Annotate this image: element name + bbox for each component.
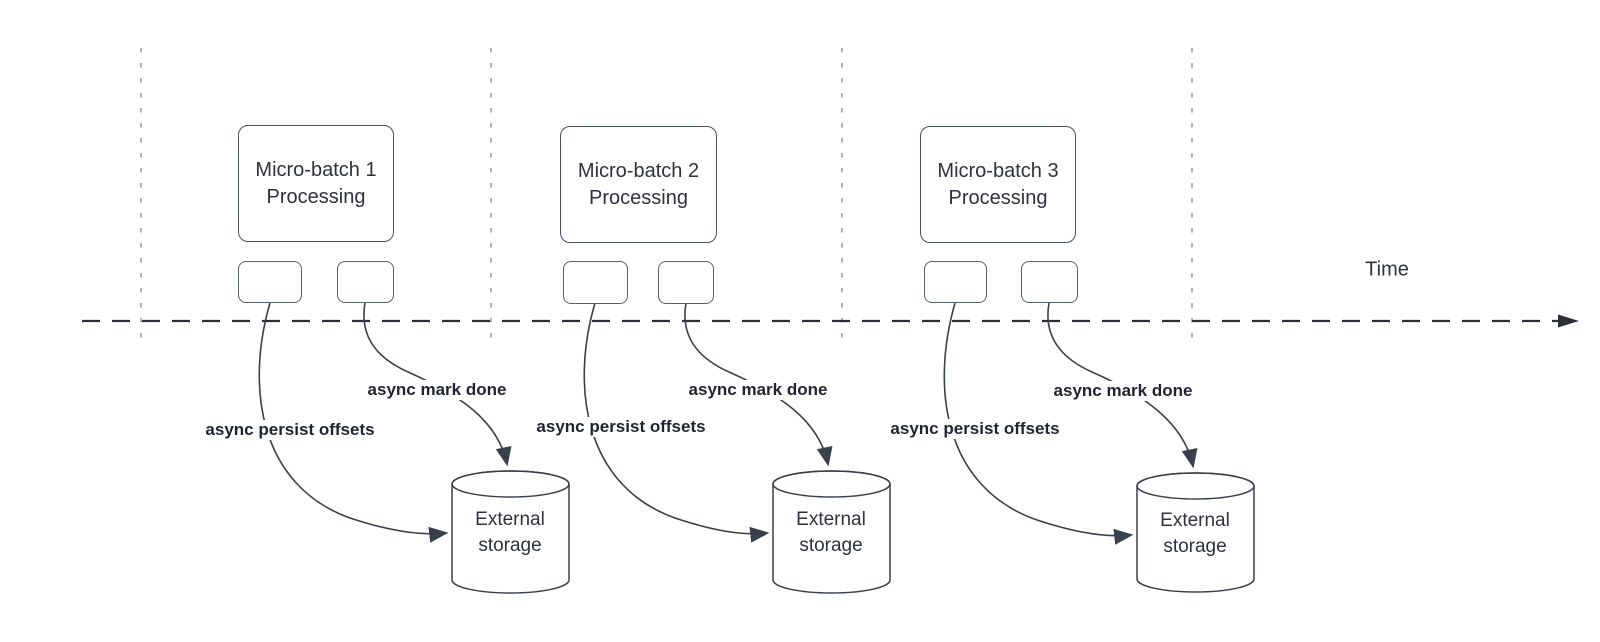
micro-batch-2-mark-done-arrow [684, 302, 833, 467]
external-storage-label-1: External storage [475, 509, 545, 556]
micro-batch-1-persist-offsets-label: async persist offsets [202, 420, 378, 440]
micro-batch-1-processing-label: Micro-batch 1 Processing [255, 158, 377, 208]
micro-batch-1-mark-done-arrow [363, 302, 512, 467]
external-storage-cylinder-1 [451, 470, 570, 594]
micro-batch-3-processing-box: Micro-batch 3 Processing [920, 126, 1076, 243]
micro-batch-3-processing-label: Micro-batch 3 Processing [937, 159, 1059, 209]
time-axis-label: Time [1365, 258, 1409, 281]
micro-batch-3-subtask-box-2 [1021, 261, 1078, 303]
micro-batch-3-persist-offsets-arrow [943, 302, 1134, 545]
micro-batch-1-subtask-box-2 [337, 261, 394, 303]
external-storage-cylinder-2 [772, 470, 891, 594]
micro-batch-2-subtask-box-2 [658, 261, 714, 304]
micro-batch-3-persist-offsets-label: async persist offsets [887, 419, 1063, 439]
time-axis-arrowhead [1558, 314, 1579, 328]
external-storage-cylinder-3 [1136, 472, 1255, 593]
external-storage-label-2: External storage [796, 509, 866, 556]
micro-batch-1-mark-done-label: async mark done [364, 380, 510, 400]
micro-batch-2-processing-label: Micro-batch 2 Processing [577, 159, 700, 209]
micro-batch-2-persist-offsets-arrow [583, 302, 770, 543]
micro-batch-2-processing-box: Micro-batch 2 Processing [560, 126, 717, 243]
micro-batch-3-subtask-box-1 [924, 261, 987, 303]
micro-batch-2-subtask-box-1 [563, 261, 628, 304]
micro-batch-1-persist-offsets-arrow [258, 302, 449, 543]
micro-batch-1-processing-box: Micro-batch 1 Processing [238, 125, 394, 242]
micro-batch-2-mark-done-label: async mark done [685, 380, 831, 400]
external-storage-label-3: External storage [1160, 510, 1230, 557]
micro-batch-1-subtask-box-1 [238, 261, 302, 303]
micro-batch-2-persist-offsets-label: async persist offsets [533, 417, 709, 437]
micro-batch-3-mark-done-arrow [1047, 302, 1198, 469]
micro-batch-3-mark-done-label: async mark done [1050, 381, 1196, 401]
